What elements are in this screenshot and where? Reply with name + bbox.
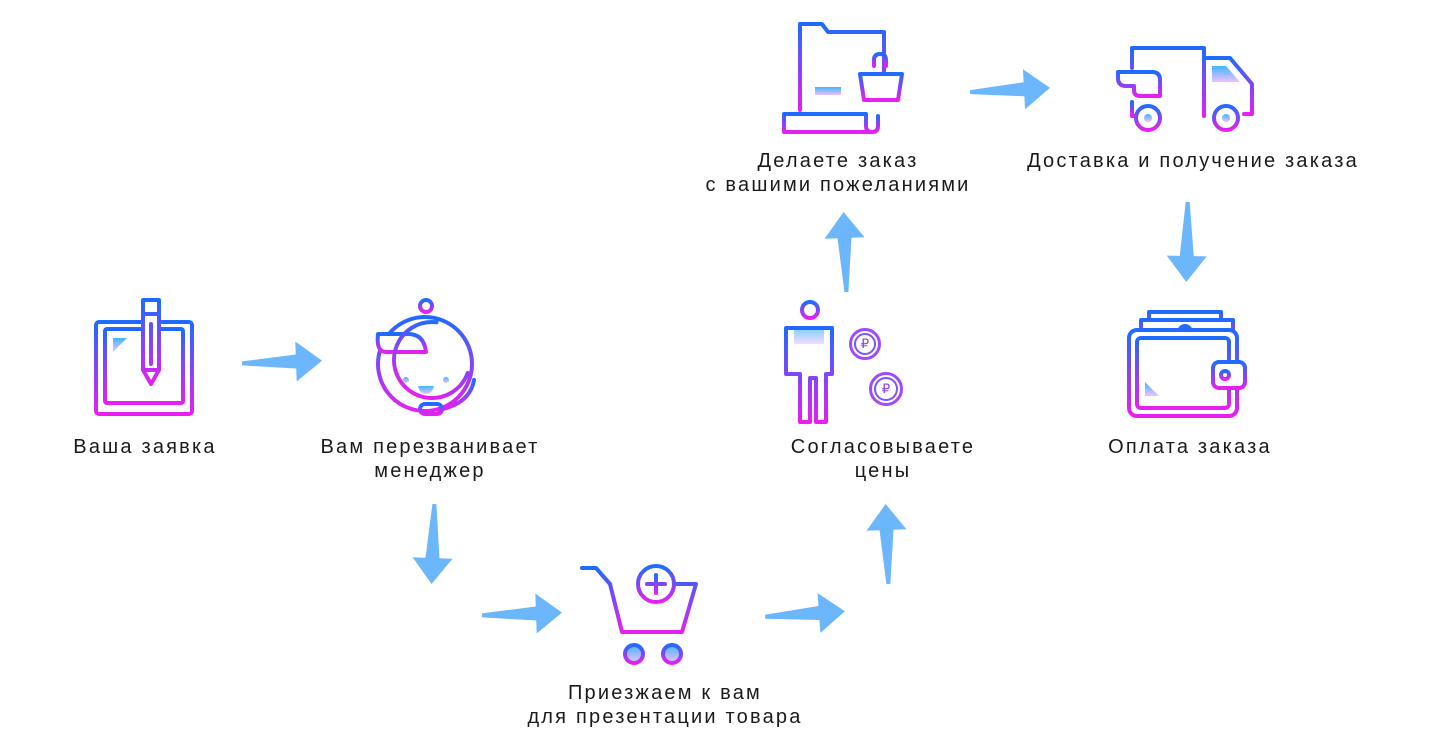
label-line: менеджер xyxy=(374,460,486,482)
arrow-right xyxy=(762,589,849,639)
label-line: с вашими пожеланиями xyxy=(705,174,971,196)
label-line: Оплата заказа xyxy=(1108,436,1272,458)
step-label-payment: Оплата заказа xyxy=(1108,435,1272,459)
cart-add-icon xyxy=(580,564,698,665)
support-operator-icon xyxy=(375,298,478,416)
arrow-up xyxy=(864,501,911,586)
arrow-right xyxy=(239,339,324,386)
tablet-pencil-icon xyxy=(94,298,194,416)
ruble-sign: ₽ xyxy=(854,333,876,355)
label-line: Приезжаем к вам xyxy=(567,682,763,704)
arrow-up xyxy=(822,209,869,294)
step-label-delivery: Доставка и получение заказа xyxy=(1027,149,1359,173)
person-coins-icon xyxy=(784,300,834,424)
delivery-truck-icon xyxy=(1116,46,1254,132)
step-label-agree-prices: Согласовываете цены xyxy=(791,435,975,483)
label-line: Делаете заказ xyxy=(757,150,919,172)
wallet-icon xyxy=(1127,310,1247,418)
coin-icon: ₽ xyxy=(869,372,903,406)
arrow-down xyxy=(1164,200,1209,285)
label-line: Вам перезванивает xyxy=(320,436,540,458)
step-label-place-order: Делаете заказ с вашими пожеланиями xyxy=(705,149,970,197)
label-line: Согласовываете xyxy=(790,436,976,458)
arrow-down xyxy=(410,501,457,586)
arrow-right xyxy=(479,591,564,638)
arrow-right xyxy=(967,66,1053,114)
label-line: цены xyxy=(854,460,912,482)
label-line: Ваша заявка xyxy=(73,436,217,458)
step-label-application: Ваша заявка xyxy=(73,435,216,459)
coin-icon: ₽ xyxy=(849,328,881,360)
label-line: Доставка и получение заказа xyxy=(1027,150,1359,172)
ruble-sign: ₽ xyxy=(874,377,898,401)
step-label-presentation: Приезжаем к вам для презентации товара xyxy=(527,681,802,729)
step-label-callback: Вам перезванивает менеджер xyxy=(321,435,540,483)
order-document-basket-icon xyxy=(782,22,904,134)
label-line: для презентации товара xyxy=(527,706,803,728)
